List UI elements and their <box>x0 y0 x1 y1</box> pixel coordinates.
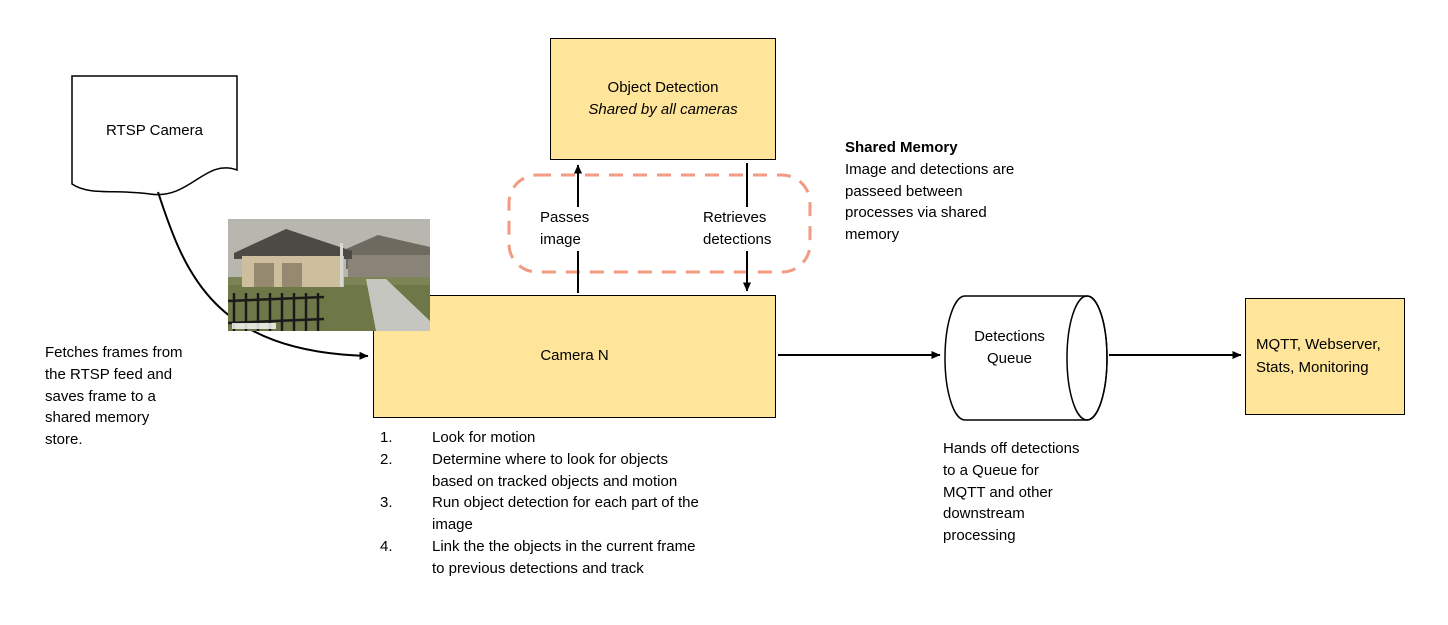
shared-memory-region <box>507 173 812 274</box>
outputs-node: MQTT, Webserver, Stats, Monitoring <box>1245 298 1405 415</box>
step-text: Run object detection for each part of th… <box>432 494 699 533</box>
shared-memory-body: Image and detections are passeed between… <box>845 160 1015 243</box>
outputs-label: MQTT, Webserver, Stats, Monitoring <box>1256 336 1381 376</box>
step-text: Determine where to look for objects base… <box>432 450 678 490</box>
step-number: 4. <box>380 537 393 555</box>
retrieves-detections-label: Retrieves detections <box>701 207 779 251</box>
camera-frame-image <box>227 219 430 331</box>
camera-snapshot <box>227 219 430 331</box>
object-detection-subtitle: Shared by all cameras <box>588 101 738 118</box>
shared-memory-title: Shared Memory <box>845 139 958 156</box>
arrow-rtsp-to-camera <box>157 191 369 360</box>
camera-n-label: Camera N <box>540 347 609 365</box>
step-number: 2. <box>380 450 393 468</box>
detections-queue-end-ellipse <box>1066 295 1108 421</box>
queue-note: Hands off detections to a Queue for MQTT… <box>943 440 1080 544</box>
camera-steps-list: 1. Look for motion 2. Determine where to… <box>380 427 780 579</box>
detections-queue-label: Detections Queue <box>974 328 1045 367</box>
rtsp-camera-label: RTSP Camera <box>106 122 203 139</box>
shared-memory-note: Shared Memory Image and detections are p… <box>845 137 1045 246</box>
camera-n-node: Camera N <box>373 295 776 418</box>
passes-image-label: Passes image <box>538 207 596 251</box>
step-number: 3. <box>380 494 393 512</box>
step-text: Link the the objects in the current fram… <box>432 537 696 577</box>
step-text: Look for motion <box>432 429 536 446</box>
object-detection-node: Object Detection Shared by all cameras <box>550 38 776 160</box>
rtsp-camera-shape <box>71 75 238 196</box>
fetch-note: Fetches frames from the RTSP feed and sa… <box>45 344 183 448</box>
step-number: 1. <box>380 429 393 446</box>
object-detection-title: Object Detection <box>607 78 719 96</box>
